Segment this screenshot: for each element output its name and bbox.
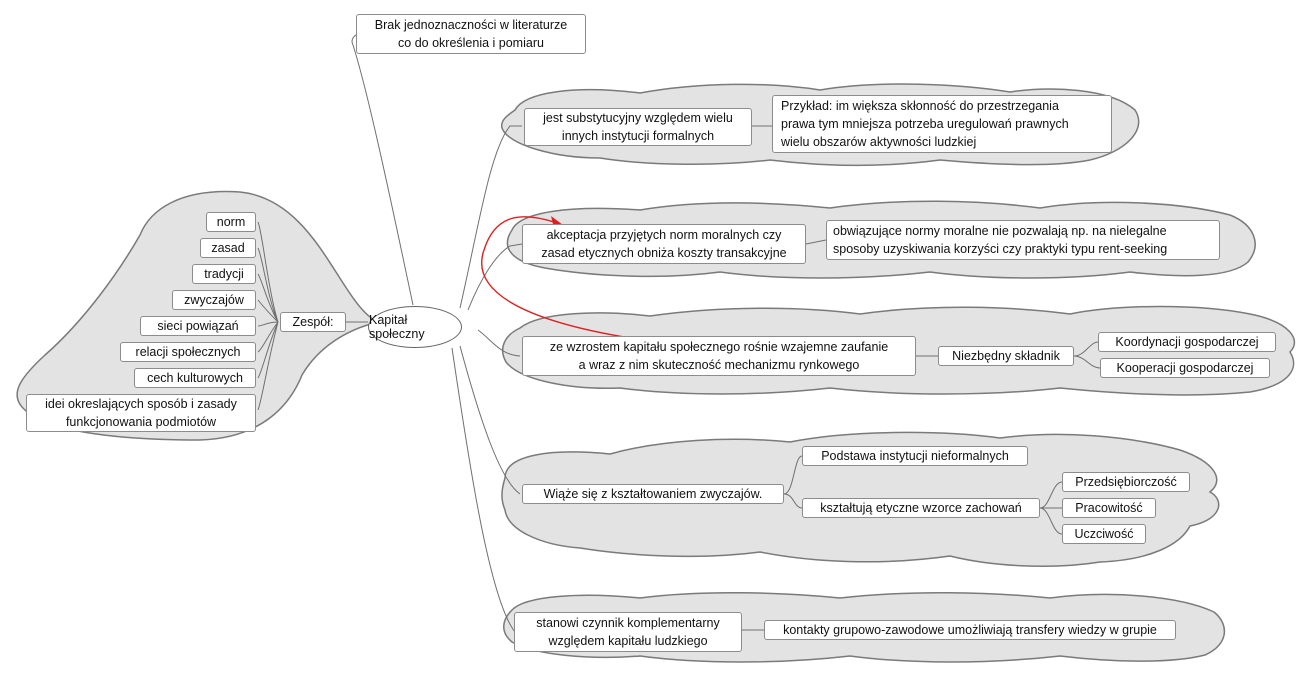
akceptacja-detail[interactable]: obwiązujące normy moralne nie pozwalają … <box>826 220 1220 260</box>
branch-zaufanie[interactable]: ze wzrostem kapitału społecznego rośnie … <box>522 336 916 376</box>
zwyczaje-wzorce-label: kształtują etyczne wzorce zachowań <box>820 501 1022 515</box>
zespol-label: Zespół: <box>292 315 334 329</box>
komplementarny-detail[interactable]: kontakty grupowo-zawodowe umożliwiają tr… <box>764 620 1176 640</box>
substytut-example[interactable]: Przykład: im większa skłonność do przest… <box>772 95 1112 153</box>
connector-komplementarny <box>451 347 516 633</box>
connector-zespol-items <box>257 221 279 411</box>
zespol-item-label: zasad <box>211 241 245 255</box>
branch-akceptacja-line-1: akceptacja przyjętych norm moralnych czy <box>546 228 782 242</box>
relation-arrow-line <box>481 216 631 339</box>
connector-akceptacja-detail <box>805 239 827 245</box>
connector-top-note <box>351 33 414 306</box>
connector-substytut <box>459 125 522 309</box>
wzorce-przedsiebiorczosc[interactable]: Przedsiębiorczość <box>1062 472 1190 492</box>
connector-akceptacja <box>467 243 523 311</box>
connector-zwyczaje-sub <box>783 455 803 509</box>
branch-substytut-line-2: innych instytucji formalnych <box>561 129 715 143</box>
connector-zaufanie <box>477 329 521 357</box>
wzorce-value-label: Pracowitość <box>1075 501 1143 515</box>
wzorce-pracowitosc[interactable]: Pracowitość <box>1062 498 1156 518</box>
connector-skladnik-sub <box>1073 341 1101 369</box>
zwyczaje-wzorce[interactable]: kształtują etyczne wzorce zachowań <box>802 498 1040 518</box>
zespol-item-sieci[interactable]: sieci powiązań <box>140 316 256 336</box>
wzorce-value-label: Uczciwość <box>1074 527 1134 541</box>
zespol-item-label: relacji społecznych <box>135 345 241 359</box>
top-note-line-1: Brak jednoznaczności w literaturze <box>374 18 568 32</box>
connector-wzorce-values <box>1039 481 1063 535</box>
connector-lines <box>257 33 1101 633</box>
zespol-item-tradycji[interactable]: tradycji <box>192 264 256 284</box>
zespol-item-zwyczajow[interactable]: zwyczajów <box>172 290 256 310</box>
central-topic[interactable]: Kapitał społeczny <box>368 306 462 348</box>
zaufanie-skladnik[interactable]: Niezbędny składnik <box>938 346 1074 366</box>
branch-zaufanie-line-2: a wraz z nim skuteczność mechanizmu rynk… <box>578 358 860 372</box>
top-note-line-2: co do określenia i pomiaru <box>398 36 544 50</box>
skladnik-koordynacji[interactable]: Koordynacji gospodarczej <box>1098 332 1276 352</box>
zespol-item-label: cech kulturowych <box>147 371 243 385</box>
branch-komplementarny-line-1: stanowi czynnik komplementarny <box>536 616 720 630</box>
zwyczaje-podstawa-label: Podstawa instytucji nieformalnych <box>821 449 1009 463</box>
akceptacja-detail-line-2: sposoby uzyskiwania korzyści czy praktyk… <box>833 242 1168 256</box>
branch-substytut-line-1: jest substytucyjny względem wielu <box>543 111 733 125</box>
zespol-item-label: norm <box>216 215 246 229</box>
zespol-item-label: sieci powiązań <box>157 319 239 333</box>
branch-zwyczaje[interactable]: Wiąże się z kształtowaniem zwyczajów. <box>522 484 784 504</box>
central-topic-label: Kapitał społeczny <box>369 313 425 341</box>
akceptacja-detail-line-1: obwiązujące normy moralne nie pozwalają … <box>833 224 1167 238</box>
branch-akceptacja-line-2: zasad etycznych obniża koszty transakcyj… <box>541 246 787 260</box>
substytut-example-line-1: Przykład: im większa skłonność do przest… <box>781 99 1059 113</box>
connector-zwyczaje <box>459 345 521 495</box>
wzorce-uczciwosc[interactable]: Uczciwość <box>1062 524 1146 544</box>
zespol-item-idei-line-2: funkcjonowania podmiotów <box>65 415 217 429</box>
zespol-item-relacji[interactable]: relacji społecznych <box>120 342 256 362</box>
zespol-item-cech[interactable]: cech kulturowych <box>134 368 256 388</box>
zespol-item-idei[interactable]: idei okreslających sposób i zasady funkc… <box>26 394 256 432</box>
branch-substytut[interactable]: jest substytucyjny względem wielu innych… <box>524 108 752 146</box>
zespol-item-idei-line-1: idei okreslających sposób i zasady <box>45 397 237 411</box>
top-note[interactable]: Brak jednoznaczności w literaturze co do… <box>356 14 586 54</box>
skladnik-kooperacji-label: Kooperacji gospodarczej <box>1116 361 1254 375</box>
branch-komplementarny[interactable]: stanowi czynnik komplementarny względem … <box>514 612 742 652</box>
zespol-item-norm[interactable]: norm <box>206 212 256 232</box>
zespol-item-zasad[interactable]: zasad <box>200 238 256 258</box>
skladnik-kooperacji[interactable]: Kooperacji gospodarczej <box>1100 358 1270 378</box>
zespol-item-label: tradycji <box>204 267 244 281</box>
skladnik-koordynacji-label: Koordynacji gospodarczej <box>1115 335 1259 349</box>
zwyczaje-podstawa[interactable]: Podstawa instytucji nieformalnych <box>802 446 1028 466</box>
wzorce-value-label: Przedsiębiorczość <box>1075 475 1177 489</box>
komplementarny-detail-label: kontakty grupowo-zawodowe umożliwiają tr… <box>783 623 1157 637</box>
branch-zaufanie-line-1: ze wzrostem kapitału społecznego rośnie … <box>549 340 889 354</box>
cloud-zespol <box>16 190 381 441</box>
zespol-item-label: zwyczajów <box>184 293 244 307</box>
zaufanie-skladnik-label: Niezbędny składnik <box>952 349 1060 363</box>
zespol-node[interactable]: Zespół: <box>280 312 346 332</box>
substytut-example-line-3: wielu obszarów aktywności ludzkiej <box>781 135 977 149</box>
branch-komplementarny-line-2: względem kapitału ludzkiego <box>548 634 708 648</box>
branch-zwyczaje-label: Wiąże się z kształtowaniem zwyczajów. <box>543 487 763 501</box>
branch-akceptacja[interactable]: akceptacja przyjętych norm moralnych czy… <box>522 224 806 264</box>
substytut-example-line-2: prawa tym mniejsza potrzeba uregulowań p… <box>781 117 1069 131</box>
